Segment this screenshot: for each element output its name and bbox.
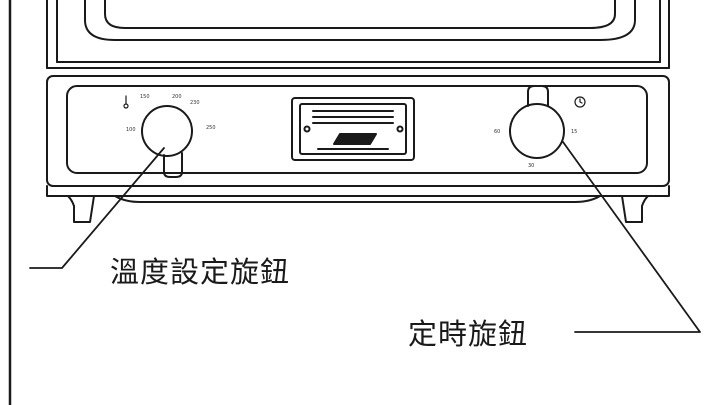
clock-icon [574, 96, 586, 108]
timer-knob [509, 85, 565, 159]
timer-leader-line [562, 141, 701, 333]
svg-text:15: 15 [571, 129, 577, 135]
temperature-knob [141, 105, 193, 178]
svg-text:250: 250 [206, 125, 216, 131]
svg-text:150: 150 [140, 94, 150, 100]
temperature-knob-pointer [163, 152, 183, 178]
svg-text:200: 200 [172, 94, 182, 100]
temperature-knob-label: 溫度設定旋鈕 [110, 255, 291, 289]
temperature-leader-line [29, 147, 165, 269]
control-panel [46, 75, 670, 223]
timer-knob-label: 定時旋鈕 [408, 317, 529, 351]
brand-logo [333, 133, 377, 145]
svg-text:100: 100 [126, 127, 136, 133]
timer-knob-pointer [527, 85, 549, 107]
thermometer-icon [123, 95, 129, 109]
temperature-scale: 150 200 230 250 100 [126, 94, 216, 133]
door-window-frame [84, 0, 636, 41]
svg-text:230: 230 [190, 100, 200, 106]
oven-body [46, 0, 670, 69]
center-display [291, 97, 415, 161]
svg-text:30: 30 [528, 163, 534, 169]
timer-scale: 60 15 30 [494, 129, 577, 169]
svg-text:60: 60 [494, 129, 500, 135]
